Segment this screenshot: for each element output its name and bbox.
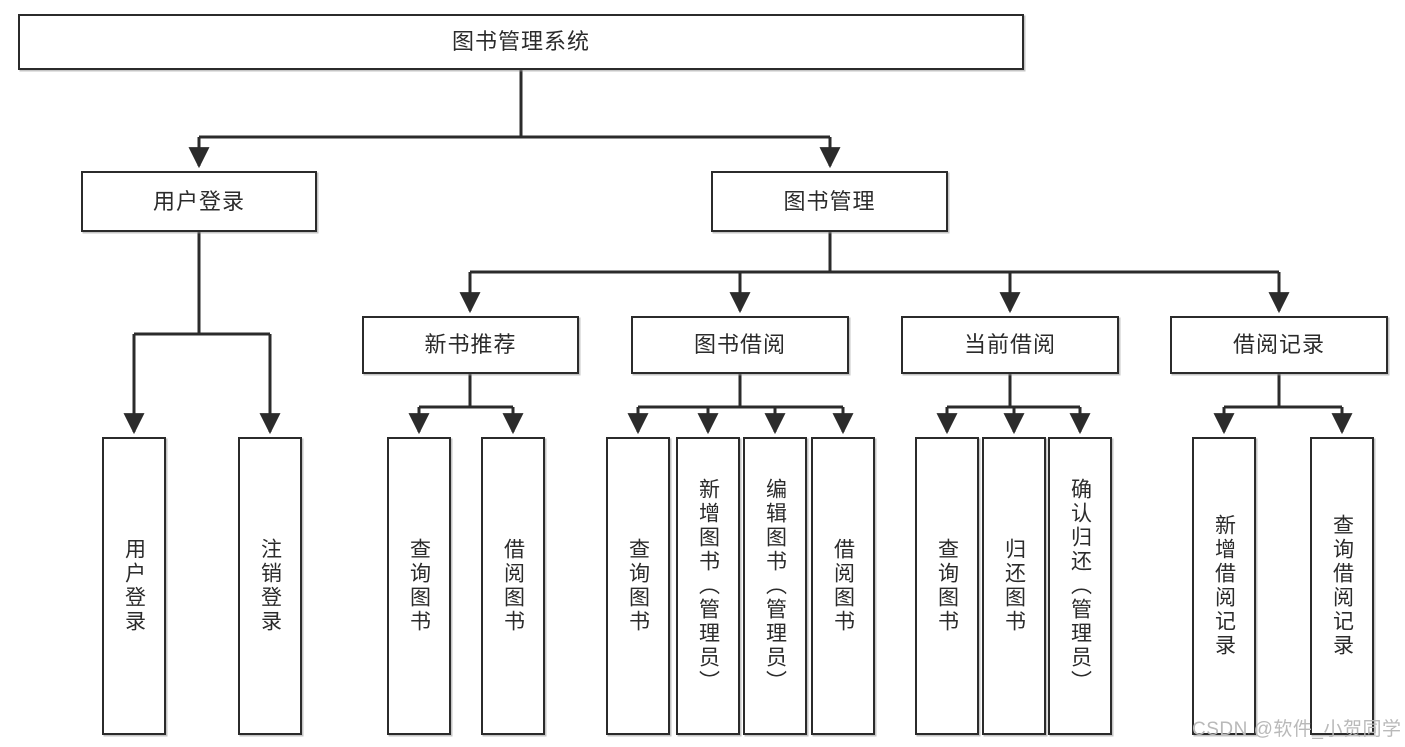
leaf-node[interactable]: 用户登录 [102,437,166,735]
leaf-node[interactable]: 确认归还（管理员） [1048,437,1112,735]
leaf-node-label: 借阅图书 [831,538,855,634]
leaf-node-label: 查询图书 [407,538,431,634]
node-root-system[interactable]: 图书管理系统 [18,14,1024,70]
leaf-node[interactable]: 查询图书 [915,437,979,735]
node-book-management[interactable]: 图书管理 [711,171,948,232]
leaf-node[interactable]: 借阅图书 [811,437,875,735]
leaf-node[interactable]: 注销登录 [238,437,302,735]
leaf-node[interactable]: 查询图书 [606,437,670,735]
node-book-borrow[interactable]: 图书借阅 [631,316,849,374]
leaf-node[interactable]: 查询图书 [387,437,451,735]
leaf-node[interactable]: 借阅图书 [481,437,545,735]
node-borrow-record-label: 借阅记录 [1232,332,1325,358]
leaf-node[interactable]: 编辑图书（管理员） [743,437,807,735]
leaf-node-label: 注销登录 [258,538,282,634]
leaf-node-label: 用户登录 [122,538,146,634]
node-new-book-recommend-label: 新书推荐 [424,332,517,358]
leaf-node-label: 新增图书（管理员） [696,478,720,694]
node-book-borrow-label: 图书借阅 [693,332,786,358]
leaf-node-label: 借阅图书 [501,538,525,634]
node-current-borrow[interactable]: 当前借阅 [901,316,1119,374]
node-root-label: 图书管理系统 [451,29,590,55]
leaf-node-label: 确认归还（管理员） [1068,478,1092,694]
leaf-node[interactable]: 新增图书（管理员） [676,437,740,735]
node-new-book-recommend[interactable]: 新书推荐 [362,316,579,374]
leaf-node-label: 新增借阅记录 [1212,514,1236,658]
leaf-node[interactable]: 归还图书 [982,437,1046,735]
leaf-node-label: 归还图书 [1002,538,1026,634]
leaf-node-label: 编辑图书（管理员） [763,478,787,694]
leaf-node[interactable]: 查询借阅记录 [1310,437,1374,735]
leaf-node-label: 查询借阅记录 [1330,514,1354,658]
node-borrow-record[interactable]: 借阅记录 [1170,316,1388,374]
leaf-node-label: 查询图书 [626,538,650,634]
node-book-management-label: 图书管理 [783,188,876,214]
leaf-node-label: 查询图书 [935,538,959,634]
node-current-borrow-label: 当前借阅 [963,332,1056,358]
node-user-login[interactable]: 用户登录 [81,171,317,232]
node-user-login-label: 用户登录 [152,188,245,214]
leaf-node[interactable]: 新增借阅记录 [1192,437,1256,735]
